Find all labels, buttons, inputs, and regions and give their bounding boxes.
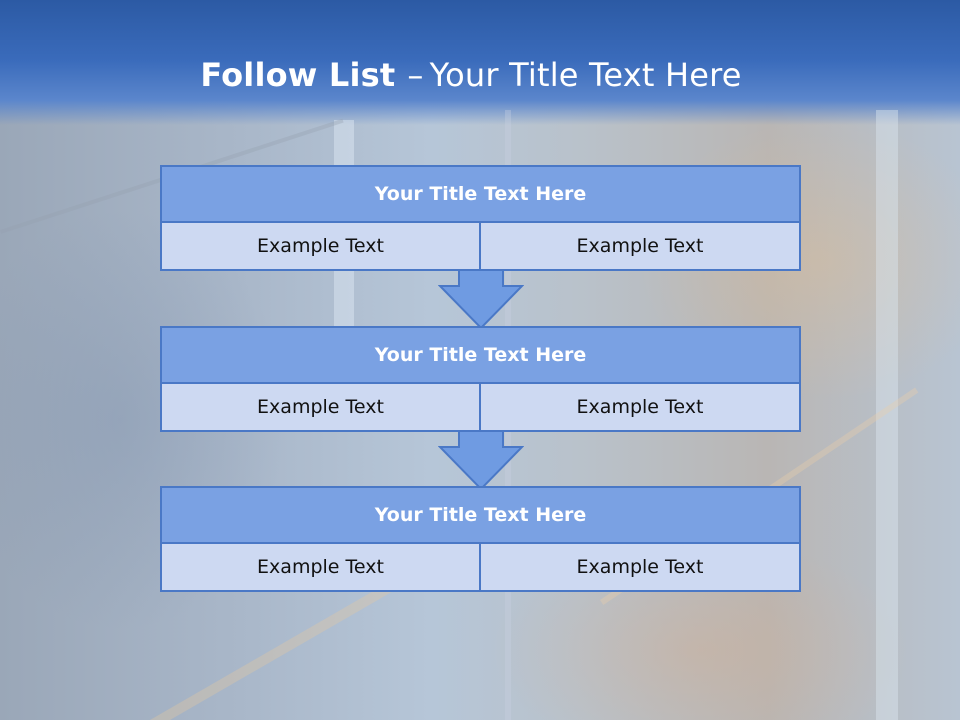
slide-title-rest: Your Title Text Here xyxy=(429,56,742,94)
down-arrow-icon xyxy=(438,431,524,491)
stage-left-text: Example Text xyxy=(160,221,481,271)
stage-right-text: Example Text xyxy=(479,221,801,271)
slide-title-separator: – xyxy=(407,56,424,94)
slide-title-bold: Follow List xyxy=(200,56,396,94)
stage-left-text: Example Text xyxy=(160,542,481,592)
stage-left-text: Example Text xyxy=(160,382,481,432)
down-arrow-icon xyxy=(438,270,524,330)
stage-title: Your Title Text Here xyxy=(160,486,801,544)
stage-title: Your Title Text Here xyxy=(160,326,801,384)
stage-title: Your Title Text Here xyxy=(160,165,801,223)
stage-right-text: Example Text xyxy=(479,382,801,432)
slide-title: Follow List–Your Title Text Here xyxy=(0,56,942,94)
stage-right-text: Example Text xyxy=(479,542,801,592)
background-pole xyxy=(876,110,898,720)
